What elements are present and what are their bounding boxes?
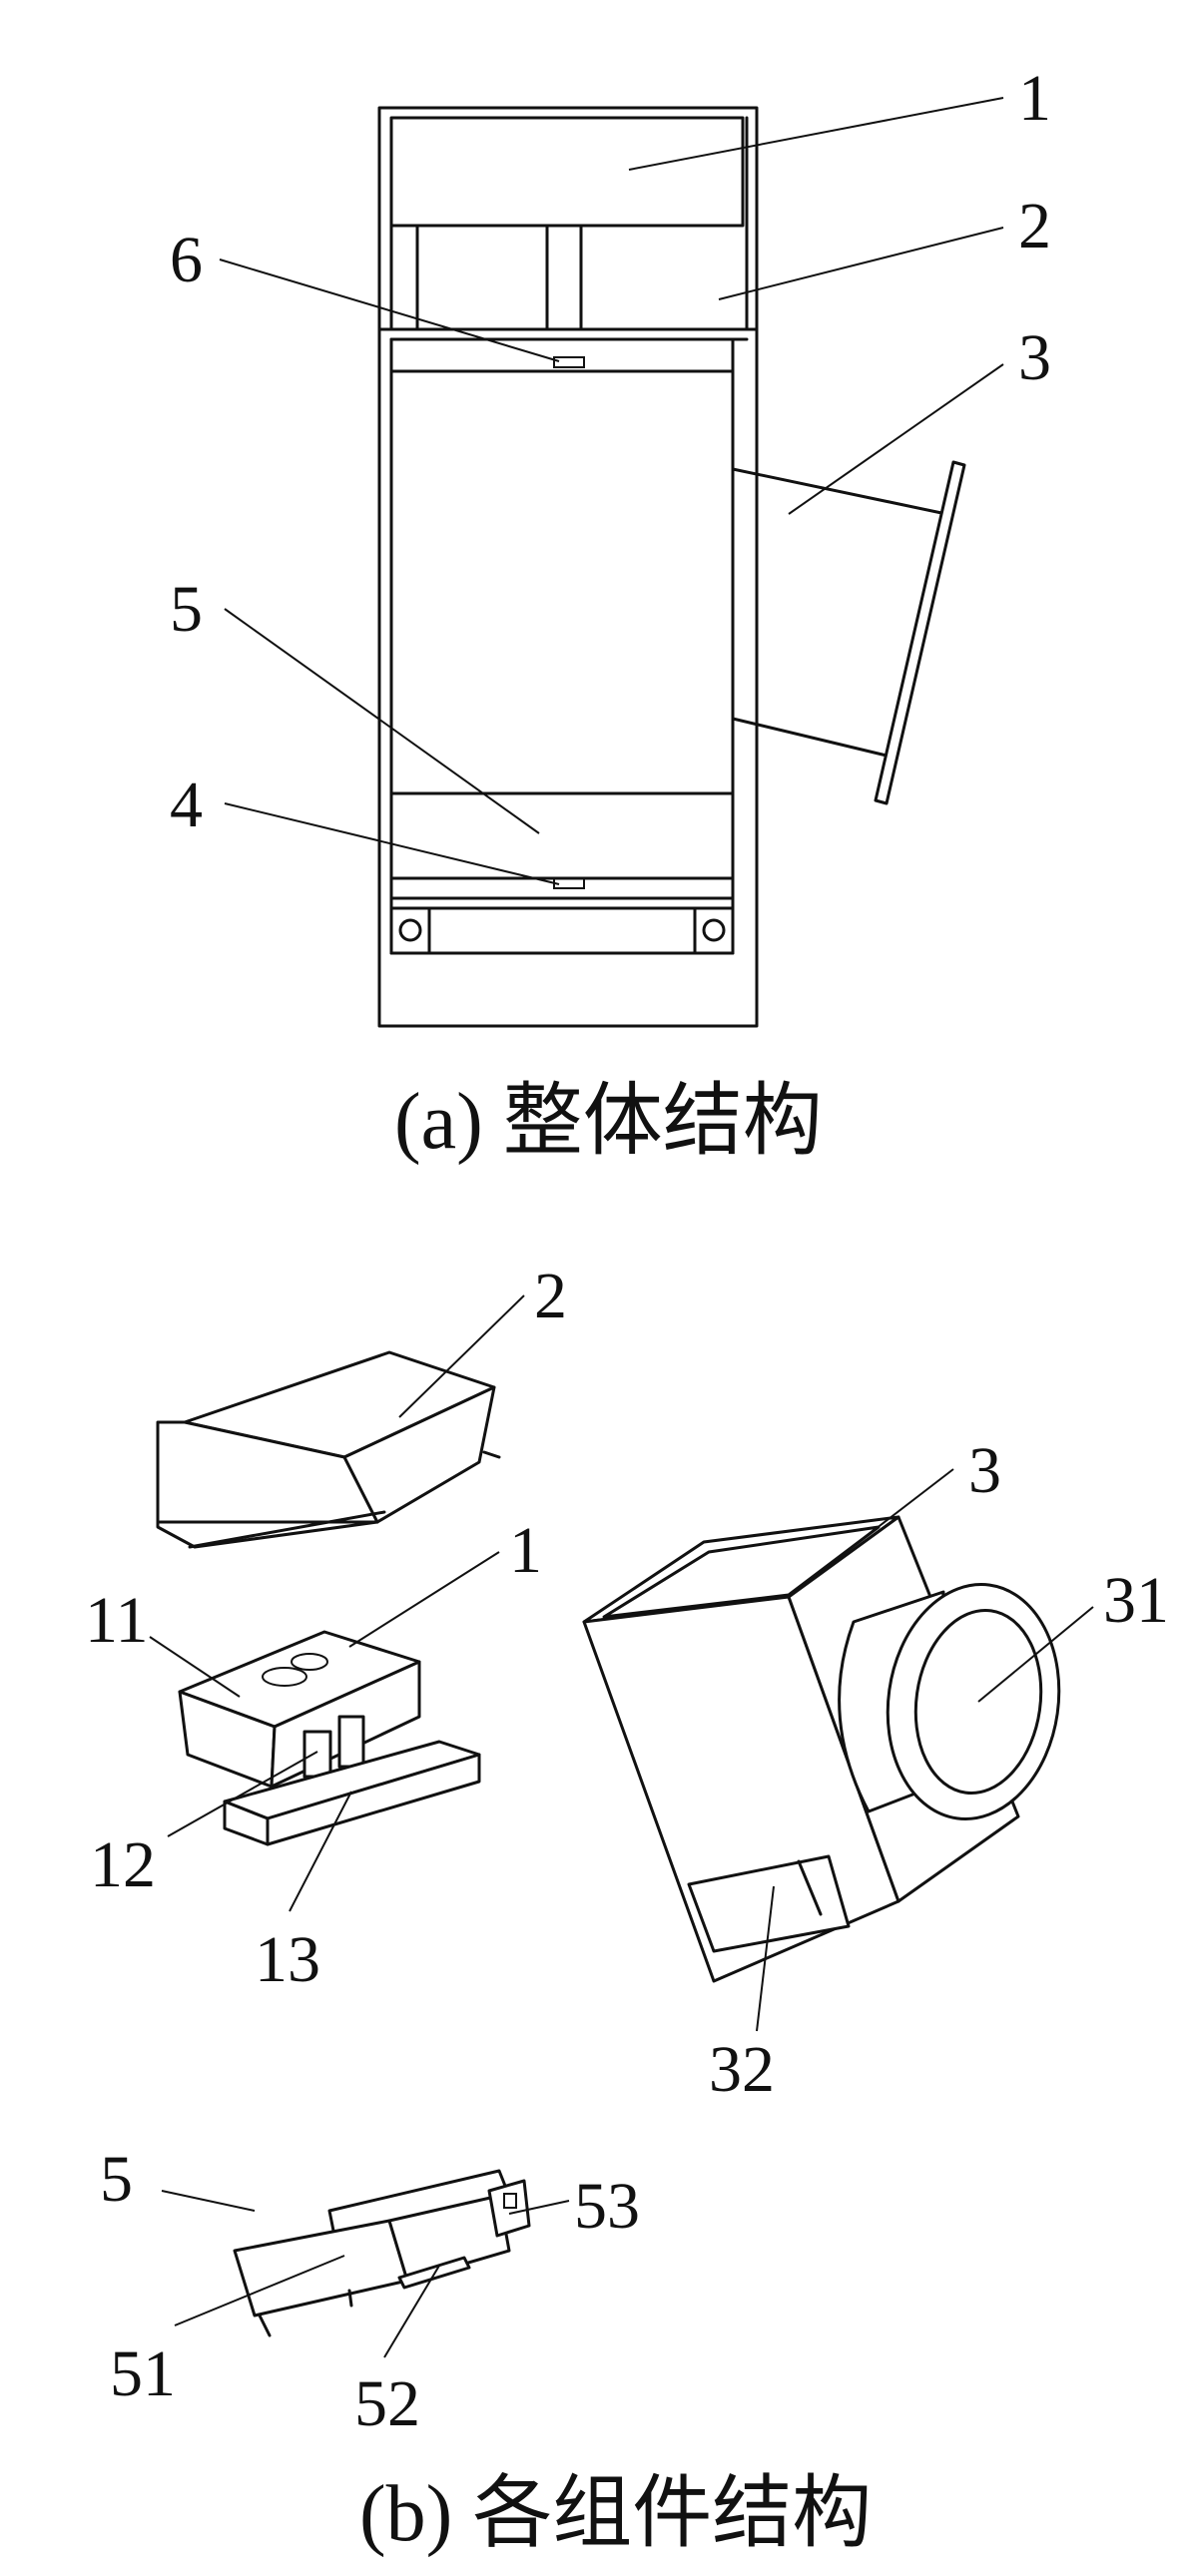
label-b-3: 3 (968, 1434, 1001, 1507)
side-duct (731, 467, 948, 516)
label-b-2: 2 (534, 1260, 567, 1332)
caption-b: (b) 各组件结构 (359, 2470, 872, 2558)
labels-b: 2 1 11 12 13 3 31 32 5 51 52 53 (85, 1260, 1169, 2440)
label-b-32: 32 (709, 2033, 775, 2106)
label-b-12: 12 (90, 1828, 156, 1901)
hole-1 (262, 1667, 307, 1687)
hole-2 (291, 1653, 328, 1671)
component-2-box (156, 1350, 501, 1549)
tray-51-front (233, 2219, 409, 2318)
part-1-box (389, 116, 745, 228)
component-3-housing (582, 1515, 1061, 1983)
label-b-1: 1 (509, 1514, 542, 1587)
label-b-11: 11 (85, 1584, 149, 1657)
label-b-5: 5 (100, 2143, 133, 2216)
label-b-53: 53 (574, 2170, 640, 2243)
overall-structure-drawing (377, 106, 966, 1028)
duct-flange (874, 460, 966, 805)
label-1: 1 (1018, 62, 1051, 135)
outer-housing (377, 106, 759, 1028)
label-3: 3 (1018, 321, 1051, 394)
label-4: 4 (170, 769, 203, 841)
label-2: 2 (1018, 190, 1051, 262)
label-b-13: 13 (255, 1923, 320, 1996)
wheel-right (702, 918, 726, 942)
label-6: 6 (170, 224, 203, 296)
wheel-left (398, 918, 422, 942)
label-b-31: 31 (1103, 1564, 1169, 1637)
leader-lines-a (219, 97, 1004, 885)
label-b-51: 51 (110, 2337, 176, 2410)
label-5: 5 (170, 573, 203, 646)
support-column (302, 1730, 332, 1779)
leader-lines-b (149, 1294, 1094, 2358)
sensor-6 (553, 356, 585, 368)
component-5-tray (233, 2169, 531, 2337)
labels-a: 1 2 3 6 5 4 (170, 62, 1051, 841)
caption-a: (a) 整体结构 (394, 1078, 823, 1166)
component-1-assembly (178, 1630, 481, 1846)
label-b-52: 52 (354, 2367, 420, 2440)
inlet-32 (687, 1854, 851, 1953)
